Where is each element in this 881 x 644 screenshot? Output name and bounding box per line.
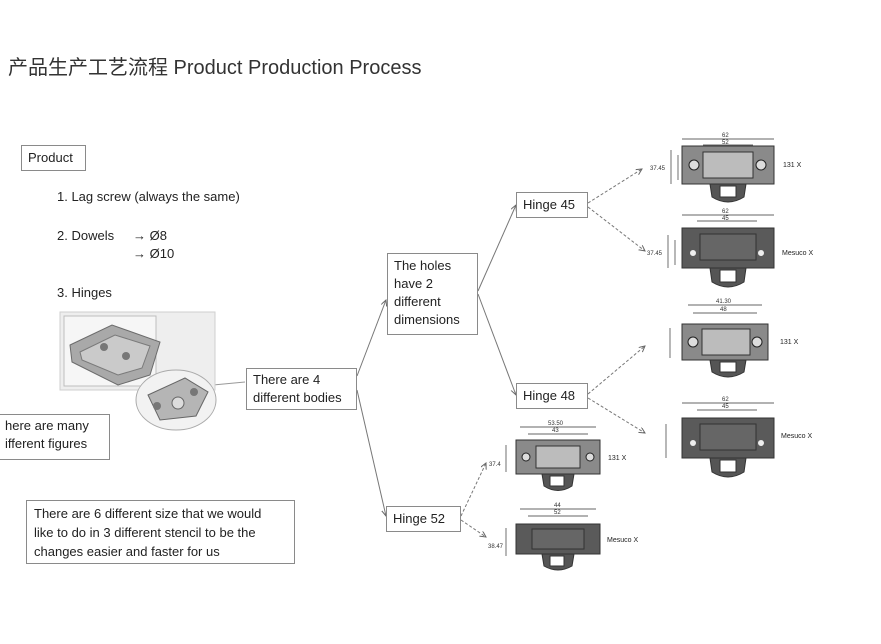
dim-h48-bottom-2: 45 — [722, 404, 729, 410]
dim-h45-bottom-3: 37.45 — [647, 251, 663, 257]
dim-h48-top-2: 48 — [720, 307, 727, 313]
list-item-dowel-8: → Ø8 — [133, 228, 167, 243]
holes-box-line3: different — [394, 294, 441, 309]
hinge-52-box: Hinge 52 — [386, 506, 461, 532]
connector-bodies-holes — [356, 300, 386, 377]
connector-h45-bottom — [587, 206, 645, 251]
dim-h45-top-1: 62 — [722, 133, 729, 139]
drawing-h52-top: 53.50 43 37.4 131 X — [489, 421, 627, 491]
hinge-52-label: Hinge 52 — [393, 511, 446, 526]
dim-h52-bottom-2: 52 — [554, 510, 561, 516]
bodies-box: There are 4 different bodies — [246, 368, 357, 410]
drawing-tag-h48-top: 131 X — [780, 339, 799, 346]
stencil-note-line2: like to do in 3 different stencil to be … — [34, 525, 256, 540]
drawing-h52-bottom: 44 52 38.47 Mesuco X — [488, 503, 638, 571]
dim-h45-top-2: 52 — [722, 140, 729, 146]
connector-h48-top — [587, 346, 645, 395]
drawing-tag-h48-bottom: Mesuco X — [781, 433, 812, 440]
drawing-h48-bottom: 62 45 Mesuco X — [665, 397, 812, 478]
dim-h52-top-3: 37.4 — [489, 462, 501, 468]
bodies-box-line2: different bodies — [253, 390, 342, 405]
stencil-note: There are 6 different size that we would… — [26, 500, 295, 564]
hinge-48-box: Hinge 48 — [516, 383, 588, 409]
list-item-dowel-10: → Ø10 — [133, 246, 175, 261]
dim-h45-bottom-1: 62 — [722, 209, 729, 215]
holes-box-line1: The holes — [394, 258, 452, 273]
dim-h45-top-3: 37.45 — [650, 166, 666, 172]
stencil-note-line3: changes easier and faster for us — [34, 544, 220, 559]
dim-h48-top-1: 41.30 — [716, 299, 732, 305]
connector-h52-top — [460, 463, 486, 517]
dim-h52-bottom-3: 38.47 — [488, 544, 504, 550]
dim-h52-top-1: 53.50 — [548, 421, 564, 427]
dim-h52-bottom-1: 44 — [554, 503, 561, 509]
product-box-label: Product — [28, 150, 73, 165]
figures-note: here are many ifferent figures — [0, 414, 110, 460]
connector-h48-bottom — [587, 397, 645, 433]
drawing-h48-top: 41.30 48 131 X — [669, 299, 799, 378]
holes-box: The holes have 2 different dimensions — [387, 253, 478, 335]
bodies-box-line1: There are 4 — [253, 372, 321, 387]
hinge-48-label: Hinge 48 — [523, 388, 576, 403]
page-title: 产品生产工艺流程 Product Production Process — [8, 57, 422, 79]
hinge-45-label: Hinge 45 — [523, 197, 576, 212]
connector-holes-hinge48 — [477, 293, 516, 395]
dim-h48-bottom-1: 62 — [722, 397, 729, 403]
hinge-photo-icon — [59, 311, 217, 431]
drawing-tag-h45-bottom: Mesuco X — [782, 250, 813, 257]
drawing-tag-h52-bottom: Mesuco X — [607, 537, 638, 544]
connector-holes-hinge45 — [477, 205, 516, 292]
figures-note-line1: here are many — [5, 418, 89, 433]
list-item-hinges: 3. Hinges — [57, 285, 112, 300]
figures-note-line2: ifferent figures — [5, 436, 88, 451]
drawing-h45-bottom: 62 45 37.45 Mesuco X — [647, 209, 813, 288]
connector-h52-bottom — [460, 519, 486, 537]
hinge-45-box: Hinge 45 — [516, 192, 588, 218]
stencil-note-line1: There are 6 different size that we would — [34, 506, 262, 521]
drawing-h45-top: 62 52 37.45 131 X — [650, 133, 802, 203]
connector-h45-top — [587, 169, 642, 204]
dim-h45-bottom-2: 45 — [722, 216, 729, 222]
dim-h52-top-2: 43 — [552, 428, 559, 434]
product-box: Product — [21, 145, 86, 171]
drawing-tag-h52-top: 131 X — [608, 455, 627, 462]
list-item-dowels: 2. Dowels — [57, 228, 115, 243]
holes-box-line2: have 2 — [394, 276, 434, 291]
list-item-lag-screw: 1. Lag screw (always the same) — [57, 189, 240, 204]
photo-connector — [212, 381, 246, 386]
drawing-tag-h45-top: 131 X — [783, 162, 802, 169]
connector-bodies-hinge52 — [356, 389, 386, 516]
holes-box-line4: dimensions — [394, 312, 460, 327]
